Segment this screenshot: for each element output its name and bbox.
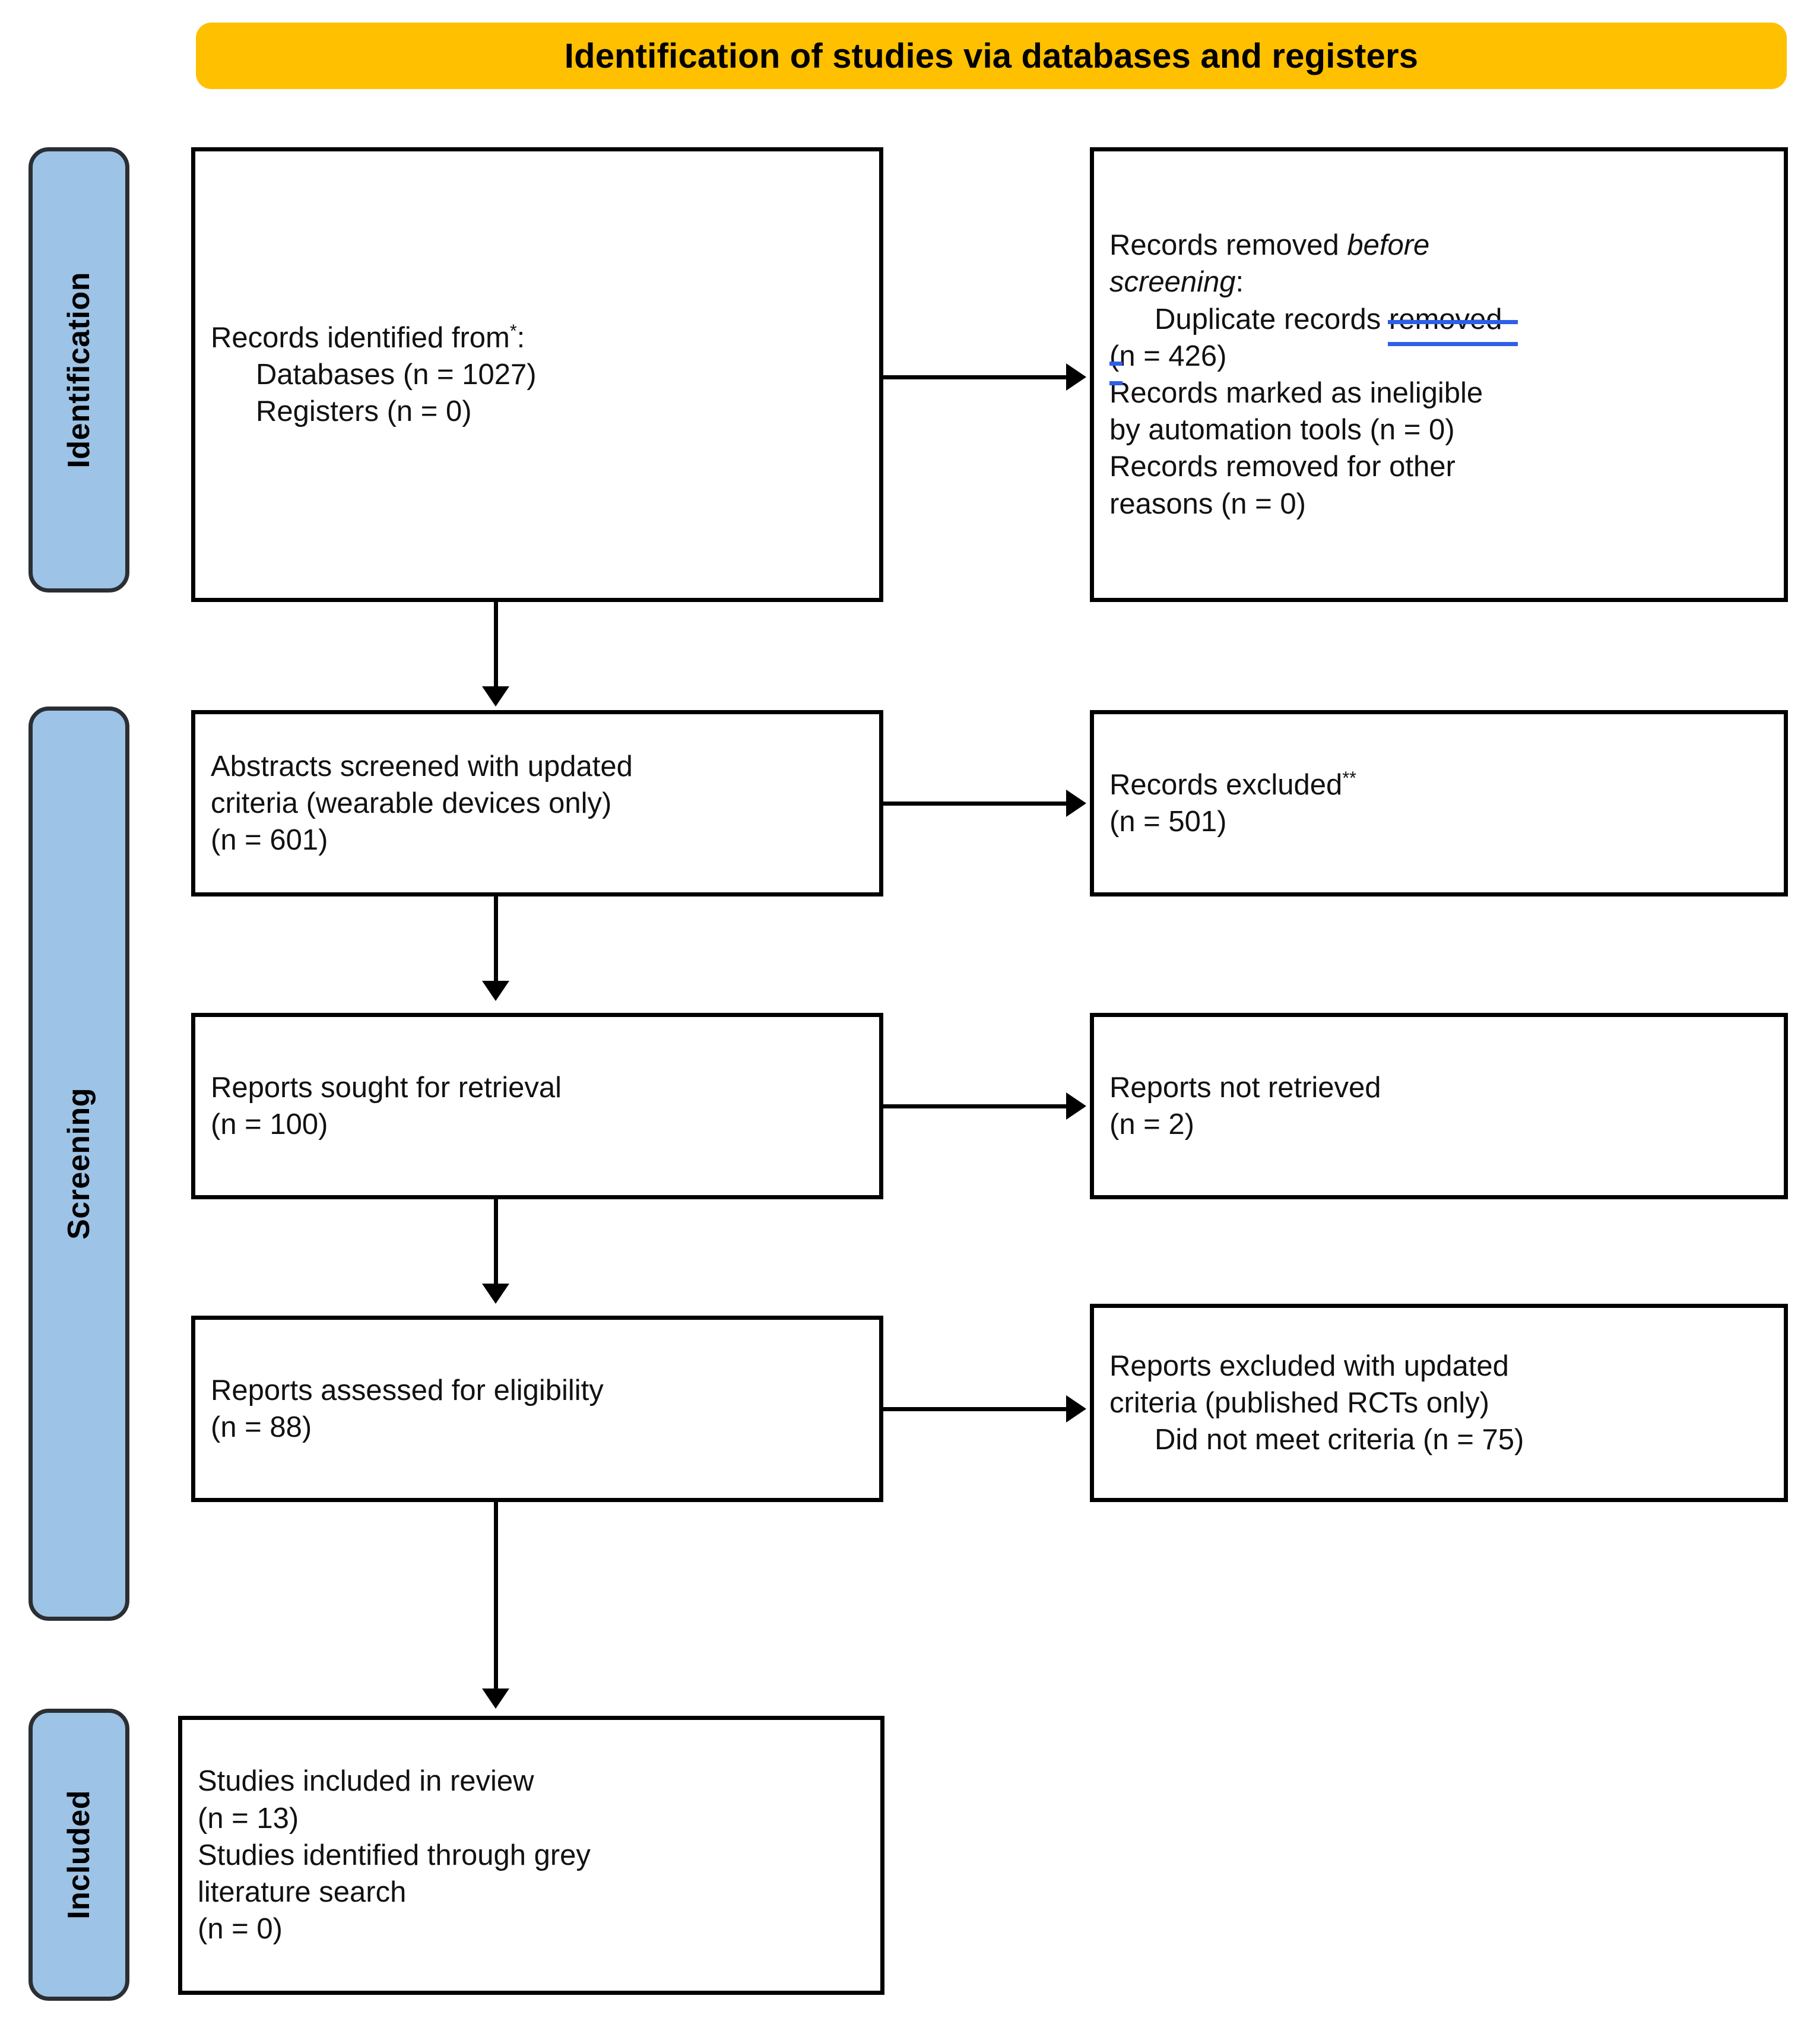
abstracts-screened-line2: criteria (wearable devices only) xyxy=(211,787,612,819)
edit-strikethrough-paren: ( xyxy=(1109,338,1123,386)
reports-excluded-line2: criteria (published RCTs only) xyxy=(1109,1386,1489,1419)
records-removed-line1: Records removed before xyxy=(1109,229,1430,262)
records-identified-databases: Databases (n = 1027) xyxy=(256,358,537,391)
arrow-sought-to-assessed-head xyxy=(482,1284,509,1304)
box-reports-not-retrieved: Reports not retrieved (n = 2) xyxy=(1090,1013,1788,1199)
stage-tab-screening: Screening xyxy=(28,707,129,1621)
arrow-sought-to-not-retrieved-head xyxy=(1066,1092,1086,1120)
stage-tab-identification-label: Identification xyxy=(62,271,96,468)
box-reports-sought: Reports sought for retrieval (n = 100) xyxy=(191,1013,883,1199)
reports-excluded-line1: Reports excluded with updated xyxy=(1109,1349,1509,1382)
reports-not-retrieved-line1: Reports not retrieved xyxy=(1109,1071,1381,1104)
records-removed-ineligible-1: Records marked as ineligible xyxy=(1109,377,1483,409)
records-identified-registers: Registers (n = 0) xyxy=(256,395,472,428)
reports-assessed-line1: Reports assessed for eligibility xyxy=(211,1374,604,1406)
reports-sought-count: (n = 100) xyxy=(211,1108,328,1141)
box-studies-included: Studies included in review (n = 13) Stud… xyxy=(178,1716,884,1995)
arrow-assessed-to-excluded-line xyxy=(883,1407,1067,1411)
stage-tab-identification: Identification xyxy=(28,147,129,593)
stage-tab-included: Included xyxy=(28,1709,129,2001)
records-excluded-count: (n = 501) xyxy=(1109,806,1227,838)
records-removed-duplicates: Duplicate records removed xyxy=(1109,301,1768,347)
records-removed-line2: screening: xyxy=(1109,266,1244,299)
box-records-removed-before-screening: Records removed before screening: Duplic… xyxy=(1090,147,1788,602)
studies-grey-line1: Studies identified through grey xyxy=(198,1839,591,1871)
reports-sought-line1: Reports sought for retrieval xyxy=(211,1071,562,1104)
studies-included-line1: Studies included in review xyxy=(198,1765,534,1798)
arrow-identified-to-screened-head xyxy=(482,686,509,707)
records-removed-other-1: Records removed for other xyxy=(1109,451,1456,483)
arrow-sought-to-assessed-line xyxy=(494,1199,498,1287)
reports-assessed-count: (n = 88) xyxy=(211,1411,312,1443)
arrow-sought-to-not-retrieved-line xyxy=(883,1104,1067,1108)
stage-tab-screening-label: Screening xyxy=(62,1088,96,1240)
arrow-screened-to-excluded-head xyxy=(1066,790,1086,817)
studies-grey-line2: literature search xyxy=(198,1876,407,1909)
reports-excluded-did-not-meet: Did not meet criteria (n = 75) xyxy=(1155,1424,1524,1456)
studies-included-count: (n = 13) xyxy=(198,1802,299,1835)
records-removed-duplicates-count: (n = 426) xyxy=(1109,338,1768,386)
studies-grey-count: (n = 0) xyxy=(198,1913,283,1946)
arrow-screened-to-sought-head xyxy=(482,981,509,1001)
diagram-header-banner: Identification of studies via databases … xyxy=(196,23,1787,89)
box-abstracts-screened: Abstracts screened with updated criteria… xyxy=(191,710,883,896)
edit-strikethrough-removed: removed xyxy=(1387,301,1518,347)
arrow-identified-to-removed-head xyxy=(1066,363,1086,391)
arrow-screened-to-excluded-line xyxy=(883,802,1067,806)
records-removed-ineligible-2: by automation tools (n = 0) xyxy=(1109,414,1455,446)
records-excluded-line1: Records excluded** xyxy=(1109,768,1356,801)
arrow-assessed-to-included-line xyxy=(494,1502,498,1692)
box-records-excluded: Records excluded** (n = 501) xyxy=(1090,710,1788,896)
arrow-screened-to-sought-line xyxy=(494,896,498,984)
records-removed-other-2: reasons (n = 0) xyxy=(1109,487,1306,520)
arrow-identified-to-removed-line xyxy=(883,375,1067,379)
box-reports-excluded: Reports excluded with updated criteria (… xyxy=(1090,1304,1788,1502)
box-reports-assessed: Reports assessed for eligibility (n = 88… xyxy=(191,1316,883,1502)
box-records-identified: Records identified from*: Databases (n =… xyxy=(191,147,883,602)
page-title: Identification of studies via databases … xyxy=(564,36,1419,75)
arrow-assessed-to-excluded-head xyxy=(1066,1395,1086,1423)
arrow-identified-to-screened-line xyxy=(494,602,498,690)
reports-not-retrieved-count: (n = 2) xyxy=(1109,1108,1194,1141)
records-identified-line1: Records identified from*: xyxy=(211,321,525,354)
abstracts-screened-count: (n = 601) xyxy=(211,824,328,857)
arrow-assessed-to-included-head xyxy=(482,1688,509,1709)
abstracts-screened-line1: Abstracts screened with updated xyxy=(211,750,633,783)
stage-tab-included-label: Included xyxy=(62,1790,96,1919)
